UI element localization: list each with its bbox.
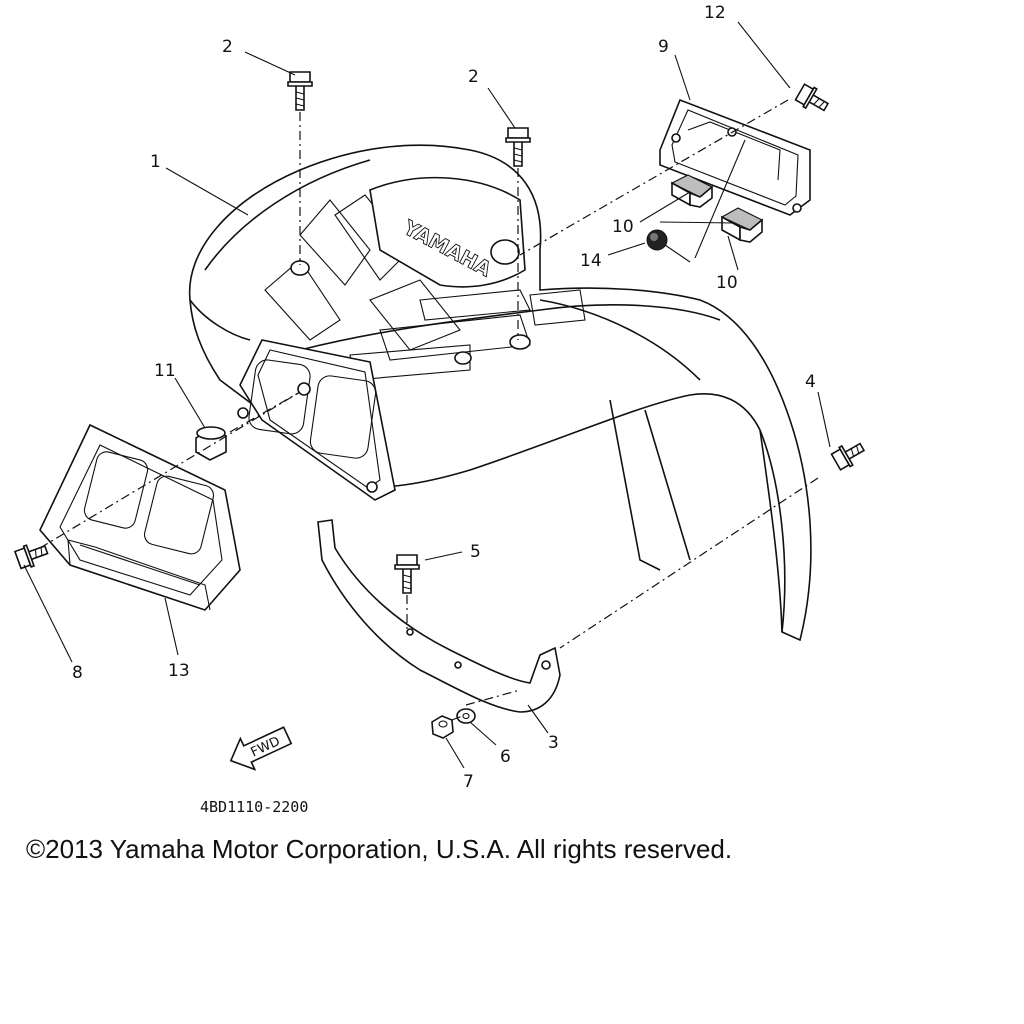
callouts: 1 2 2 3 4 5 6 7 8 9 10 10 11 12 13 14 [72,3,816,792]
callout-1: 1 [150,152,161,172]
tail-housing [659,98,811,216]
bolt-8 [13,544,49,570]
callout-4: 4 [805,372,816,392]
callout-10-left: 10 [612,217,634,237]
callout-14: 14 [580,251,602,271]
callout-3: 3 [548,733,559,753]
bolt-2-left [287,71,313,111]
callout-11: 11 [154,361,176,381]
parts-diagram: YAMAHA [13,3,866,816]
assembly-lines [39,99,819,721]
fender-headlight-housing [237,339,396,501]
callout-7: 7 [463,772,474,792]
callout-9: 9 [658,37,669,57]
copyright-notice: ©2013 Yamaha Motor Corporation, U.S.A. A… [26,834,733,864]
bolt-2-center [505,127,531,167]
grommet [646,229,668,251]
fwd-arrow: FWD [229,726,293,771]
washer [456,708,476,724]
drawing-code: 4BD1110-2200 [200,798,308,816]
callout-8: 8 [72,663,83,683]
callout-5: 5 [470,542,481,562]
bolt-4 [830,442,866,471]
leader-lines [23,21,831,769]
front-fender: YAMAHA [188,144,812,642]
callout-2-left: 2 [222,37,233,57]
callout-10-right: 10 [716,273,738,293]
callout-13: 13 [168,661,190,681]
nut [431,715,454,739]
pads [670,174,764,243]
callout-6: 6 [500,747,511,767]
fwd-label: FWD [249,734,283,760]
spacer [195,426,227,461]
callout-2-center: 2 [468,67,479,87]
bracket [317,519,561,713]
headlight-bezel [39,423,241,611]
bolt-12 [794,83,830,112]
callout-12: 12 [704,3,726,23]
bolt-5 [394,554,420,594]
